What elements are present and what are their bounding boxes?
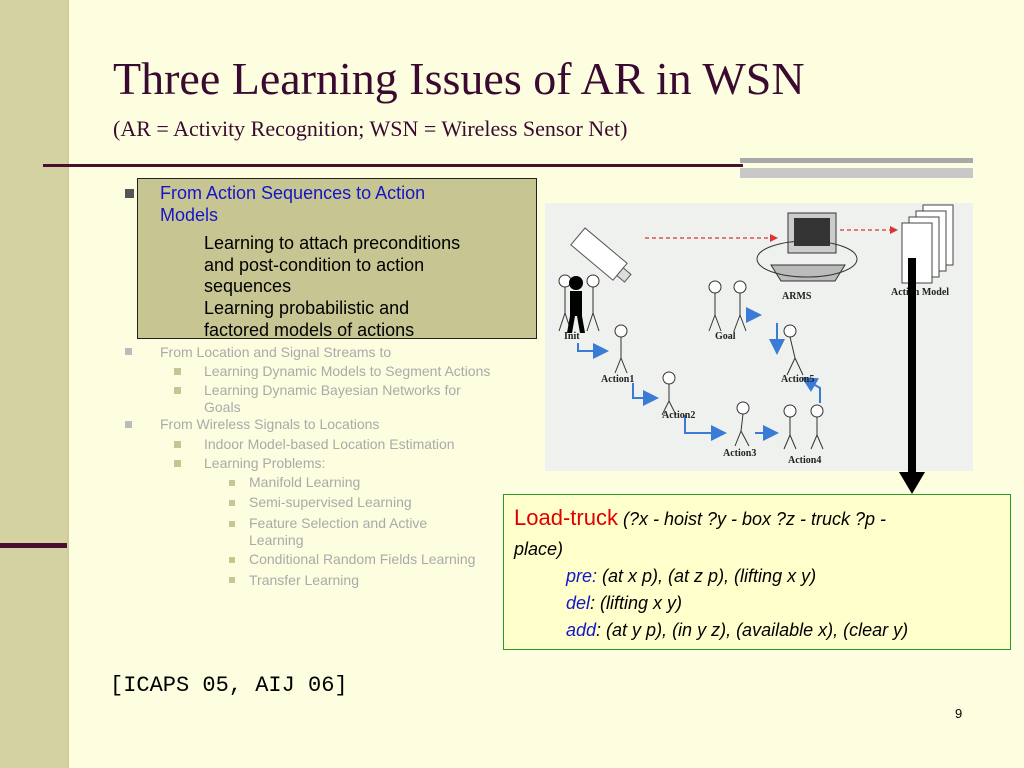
operator-add: add: (at y p), (in y z), (available x), … bbox=[566, 620, 909, 640]
outline-item-3-2-1: Manifold Learning bbox=[249, 474, 361, 490]
outline-item-3-2-5: Transfer Learning bbox=[249, 572, 359, 588]
slide-title: Three Learning Issues of AR in WSN bbox=[113, 53, 805, 104]
people-figures bbox=[558, 274, 824, 450]
down-arrow-head-icon bbox=[899, 472, 925, 494]
bullet-square bbox=[174, 387, 181, 394]
left-sidebar-band bbox=[0, 0, 67, 768]
outline-item-3-2-4: Conditional Random Fields Learning bbox=[249, 551, 476, 567]
action1-label: Action1 bbox=[601, 374, 635, 385]
computer-icon bbox=[756, 212, 858, 282]
outline-item-1-1: Learning to attach preconditions and pos… bbox=[204, 233, 461, 297]
title-rule-grey-lower bbox=[740, 168, 973, 178]
bullet-square bbox=[229, 521, 235, 527]
bullet-square bbox=[125, 189, 134, 198]
bullet-square bbox=[229, 577, 235, 583]
operator-definition-box: Load-truck (?x - hoist ?y - box ?z - tru… bbox=[503, 494, 1011, 650]
outline-item-2-2: Learning Dynamic Bayesian Networks for G… bbox=[204, 382, 461, 415]
add-keyword: add bbox=[566, 620, 597, 640]
init-label: Init bbox=[564, 331, 580, 342]
arms-label: ARMS bbox=[782, 291, 812, 302]
bullet-square bbox=[229, 480, 235, 486]
operator-del: del: (lifting x y) bbox=[566, 593, 683, 613]
action4-label: Action4 bbox=[788, 455, 822, 466]
operator-params: (?x - hoist ?y - box ?z - truck ?p - bbox=[622, 509, 887, 529]
goal-label: Goal bbox=[715, 331, 736, 342]
outline-item-2: From Location and Signal Streams to bbox=[160, 344, 392, 360]
citation: [ICAPS 05, AIJ 06] bbox=[110, 673, 348, 698]
outline-item-3: From Wireless Signals to Locations bbox=[160, 416, 380, 432]
outline-item-3-2-2: Semi-supervised Learning bbox=[249, 494, 412, 510]
action-model-label: Action Model bbox=[891, 287, 950, 298]
bullet-square bbox=[229, 557, 235, 563]
operator-pre: pre: (at x p), (at z p), (lifting x y) bbox=[566, 566, 817, 586]
down-arrow-icon bbox=[908, 258, 916, 474]
outline-item-1-2: Learning probabilistic and factored mode… bbox=[204, 298, 415, 340]
outline-item-1: From Action Sequences to Action Models bbox=[160, 183, 426, 225]
pre-keyword: pre: bbox=[566, 566, 598, 586]
operator-params-cont: place) bbox=[514, 539, 564, 559]
bullet-square bbox=[125, 348, 132, 355]
bullet-square bbox=[125, 421, 132, 428]
action2-label: Action2 bbox=[662, 410, 696, 421]
operator-header: Load-truck (?x - hoist ?y - box ?z - tru… bbox=[514, 505, 886, 531]
bullet-square bbox=[174, 441, 181, 448]
diagram-graphics bbox=[558, 204, 954, 450]
del-keyword: del bbox=[566, 593, 591, 613]
operator-name: Load-truck bbox=[514, 505, 618, 530]
title-rule bbox=[43, 164, 743, 167]
title-rule-grey bbox=[740, 158, 973, 163]
sidebar-accent bbox=[0, 543, 67, 548]
bullet-square bbox=[174, 460, 181, 467]
action-model-docs-icon bbox=[901, 204, 954, 284]
outline-item-3-2-3: Feature Selection and Active Learning bbox=[249, 515, 428, 548]
page-number: 9 bbox=[955, 706, 963, 721]
highlight-box bbox=[137, 178, 537, 339]
outline-item-3-1: Indoor Model-based Location Estimation bbox=[204, 436, 455, 452]
outline-item-2-1: Learning Dynamic Models to Segment Actio… bbox=[204, 363, 491, 379]
flow-arrows bbox=[577, 307, 821, 441]
action5-label: Action5 bbox=[781, 374, 815, 385]
arms-diagram: ARMS Action Model Init Goal Action1 Acti… bbox=[545, 203, 973, 471]
sensor-camera-icon bbox=[570, 227, 632, 283]
slide-subtitle: (AR = Activity Recognition; WSN = Wirele… bbox=[113, 116, 628, 141]
sidebar-edge bbox=[67, 0, 69, 768]
bullet-square bbox=[174, 368, 181, 375]
outline-item-3-2: Learning Problems: bbox=[204, 455, 326, 471]
bullet-square bbox=[229, 500, 235, 506]
action3-label: Action3 bbox=[723, 448, 757, 459]
init-highlight-figure bbox=[567, 276, 585, 333]
